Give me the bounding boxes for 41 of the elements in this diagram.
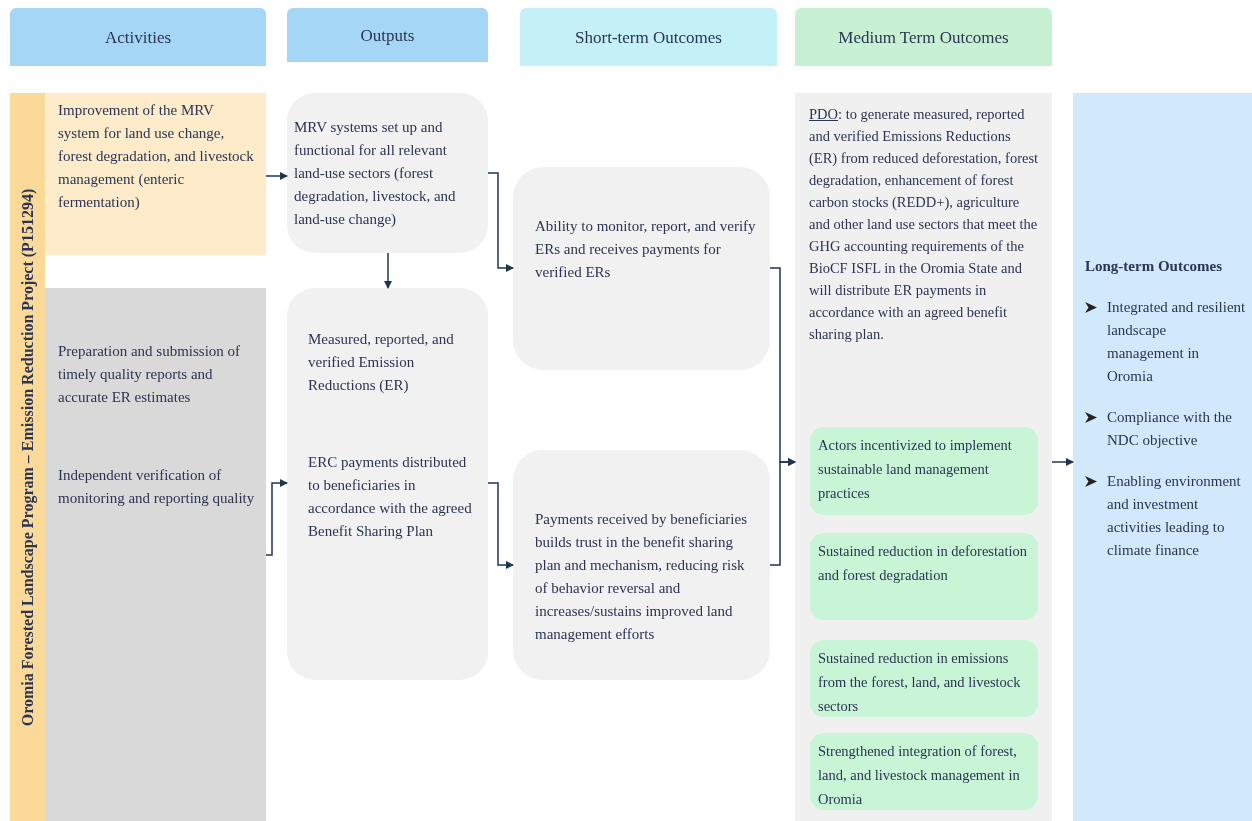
column-header: Activities bbox=[10, 8, 266, 66]
connector-arrow bbox=[265, 479, 288, 556]
objective-text: PDO: to generate measured, reported and verified Emissions Reductions (ER) from reduced deforestation, forest degradation, enhancement of forest carbon stocks (REDD+), agriculture and other land use sectors that meet the GHG accounting requirements of the BioCF ISFL in the Oromia State and will distribute ER payments in accordance with an agreed benefit sharing plan. bbox=[809, 105, 1040, 344]
activity-text: Preparation and submission of timely quality reports and accurate ER estimates bbox=[58, 342, 242, 407]
bullet-text: Compliance with the NDC objective bbox=[1107, 408, 1233, 450]
outcome-text: Ability to monitor, report, and verify ERs and receives payments for verified ERs bbox=[535, 217, 757, 282]
outcome-box bbox=[810, 533, 1038, 620]
output-box bbox=[287, 288, 488, 680]
project-band: Oromia Forested Landscape Program – Emission Reduction Project (P151294) bbox=[10, 93, 45, 821]
bullet-text: Integrated and resilient landscape management in Oromia bbox=[1107, 298, 1246, 386]
outcome-box bbox=[513, 450, 770, 680]
connector-arrow bbox=[487, 482, 514, 569]
bullet-text: Enabling environment and investment activities leading to climate finance bbox=[1107, 472, 1242, 560]
outcome-text: Payments received by beneficiaries builds trust in the benefit sharing plan and mechanism, reducing risk of behavior reversal and increases/sustains improved land management efforts bbox=[535, 510, 748, 644]
outcome-box bbox=[810, 427, 1038, 515]
activity-panel bbox=[45, 93, 266, 255]
outcome-box bbox=[810, 640, 1038, 717]
activity-panel bbox=[45, 288, 266, 821]
outcome-box bbox=[513, 167, 770, 370]
column-header: Medium Term Outcomes bbox=[795, 8, 1052, 66]
activity-text: Independent verification of monitoring and reporting quality bbox=[58, 466, 256, 508]
column-header: Short-term Outcomes bbox=[520, 8, 777, 66]
output-text: MRV systems set up and functional for all relevant land-use sectors (forest degradation, livestock, and land-use change) bbox=[294, 117, 457, 229]
output-text: ERC payments distributed to beneficiaries in accordance with the agreed Benefit Sharing Plan bbox=[308, 453, 473, 541]
connector-arrow bbox=[1051, 458, 1074, 466]
long-term-panel bbox=[1073, 93, 1252, 821]
connector-arrow bbox=[265, 172, 288, 180]
outcome-box bbox=[810, 733, 1038, 810]
panel-heading: Long-term Outcomes bbox=[1085, 257, 1224, 276]
medium-outcome-panel bbox=[795, 93, 1052, 821]
outcome-text: Sustained reduction in emissions from the forest, land, and livestock sectors bbox=[818, 649, 1022, 716]
outcome-text: Sustained reduction in deforestation and forest degradation bbox=[818, 542, 1028, 585]
outcome-text: Strengthened integration of forest, land, and livestock management in Oromia bbox=[818, 742, 1021, 809]
output-box bbox=[287, 93, 488, 253]
outcome-text: Actors incentivized to implement sustainable land management practices bbox=[818, 436, 1013, 503]
column-header: Outputs bbox=[287, 8, 488, 62]
connector-arrow bbox=[384, 252, 392, 289]
output-text: Measured, reported, and verified Emission Reductions (ER) bbox=[308, 330, 455, 395]
activity-text: Improvement of the MRV system for land use change, forest degradation, and livestock management (enteric fermentation) bbox=[58, 101, 255, 212]
connector-arrow bbox=[487, 172, 514, 272]
connector-arrow bbox=[769, 458, 796, 566]
